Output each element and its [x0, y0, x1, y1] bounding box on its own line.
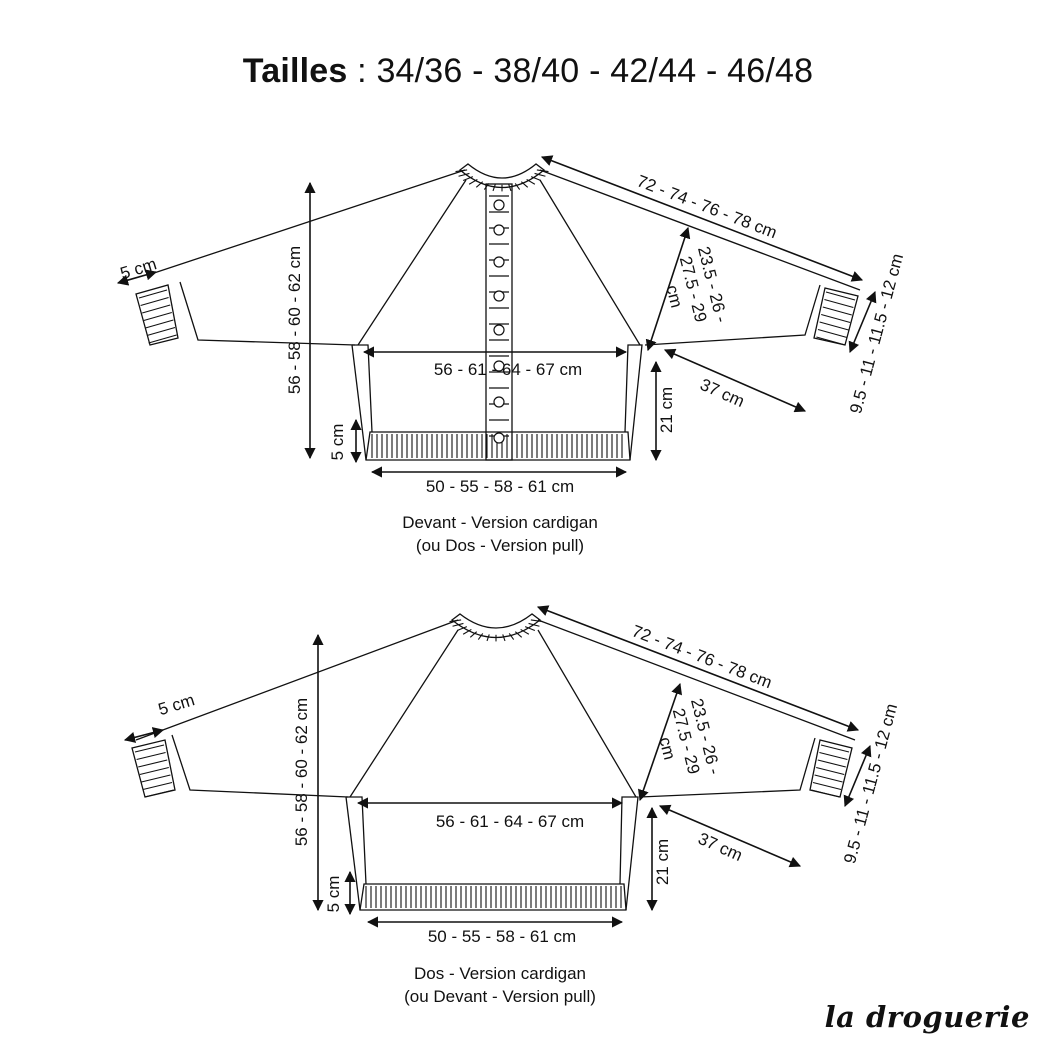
button-icon	[493, 360, 505, 372]
body-outline	[351, 344, 643, 461]
left-cuff	[135, 284, 179, 346]
back-caption-line-2: (ou Devant - Version pull)	[404, 987, 596, 1006]
front-cuff-rib-label: 5 cm	[118, 254, 159, 283]
front-armhole-line-3: cm	[662, 283, 686, 310]
back-caption: Dos - Version cardigan (ou Devant - Vers…	[350, 962, 650, 1008]
back-rib-height-label: 5 cm	[324, 876, 343, 913]
right-cuff	[813, 287, 859, 346]
back-labels: 72 - 74 - 76 - 78 cm 23.5 - 26 - 27.5 - …	[156, 621, 901, 946]
front-caption: Devant - Version cardigan (ou Dos - Vers…	[350, 511, 650, 557]
back-hem-rib-outline	[359, 883, 627, 911]
back-body-outline	[345, 796, 639, 911]
front-cuff-width-label: 9.5 - 11 - 11.5 - 12 cm	[846, 252, 907, 416]
hem-rib-outline	[365, 431, 631, 461]
front-caption-line-2: (ou Dos - Version pull)	[415, 536, 585, 555]
front-underarm-label: 37 cm	[697, 375, 747, 411]
button-icon	[493, 396, 505, 408]
sizes-title-label: Tailles	[242, 52, 348, 90]
back-right-cuff	[809, 739, 853, 798]
front-total-length-label: 56 - 58 - 60 - 62 cm	[285, 246, 304, 394]
back-collar	[450, 613, 542, 639]
front-chest-width-label: 56 - 61 - 64 - 67 cm	[434, 360, 582, 379]
back-hem-width-label: 50 - 55 - 58 - 61 cm	[428, 927, 576, 946]
button-icon	[493, 199, 505, 211]
front-sleeve-length-label: 72 - 74 - 76 - 78 cm	[634, 171, 779, 242]
front-hem-width-label: 50 - 55 - 58 - 61 cm	[426, 477, 574, 496]
button-band	[485, 183, 513, 461]
back-left-cuff	[131, 739, 176, 798]
collar	[458, 163, 546, 189]
front-caption-line-1: Devant - Version cardigan	[402, 513, 598, 532]
back-dimension-arrows	[123, 605, 872, 928]
back-caption-line-1: Dos - Version cardigan	[414, 964, 586, 983]
back-cuff-rib-label: 5 cm	[156, 690, 197, 719]
back-underarm-label: 37 cm	[695, 829, 745, 865]
back-chest-width-label: 56 - 61 - 64 - 67 cm	[436, 812, 584, 831]
button-icon	[493, 256, 505, 268]
sizes-title: Tailles : 34/36 - 38/40 - 42/44 - 46/48	[0, 52, 1056, 91]
back-armhole-line-3: cm	[655, 735, 679, 762]
left-sleeve-outline	[147, 169, 466, 346]
back-total-length-label: 56 - 58 - 60 - 62 cm	[292, 698, 311, 846]
button-icon	[493, 290, 505, 302]
back-schematic	[131, 613, 856, 911]
front-side-length-label: 21 cm	[657, 387, 676, 433]
back-rib-texture	[134, 619, 850, 908]
button-icon	[493, 324, 505, 336]
button-icon	[493, 224, 505, 236]
front-rib-texture	[138, 169, 856, 458]
back-raglan-lines	[349, 629, 637, 798]
sizes-title-values: : 34/36 - 38/40 - 42/44 - 46/48	[347, 52, 814, 90]
front-armhole-label: 23.5 - 26 - 27.5 - 29 cm	[655, 245, 732, 339]
back-side-length-label: 21 cm	[653, 839, 672, 885]
back-armhole-label: 23.5 - 26 - 27.5 - 29 cm	[648, 697, 725, 791]
front-dimension-arrows	[116, 155, 877, 478]
back-left-sleeve-outline	[135, 619, 459, 798]
brand-logo: la droguerie	[824, 1000, 1030, 1034]
front-buttons	[489, 195, 509, 444]
front-rib-height-label: 5 cm	[328, 424, 347, 461]
button-icon	[493, 432, 505, 444]
